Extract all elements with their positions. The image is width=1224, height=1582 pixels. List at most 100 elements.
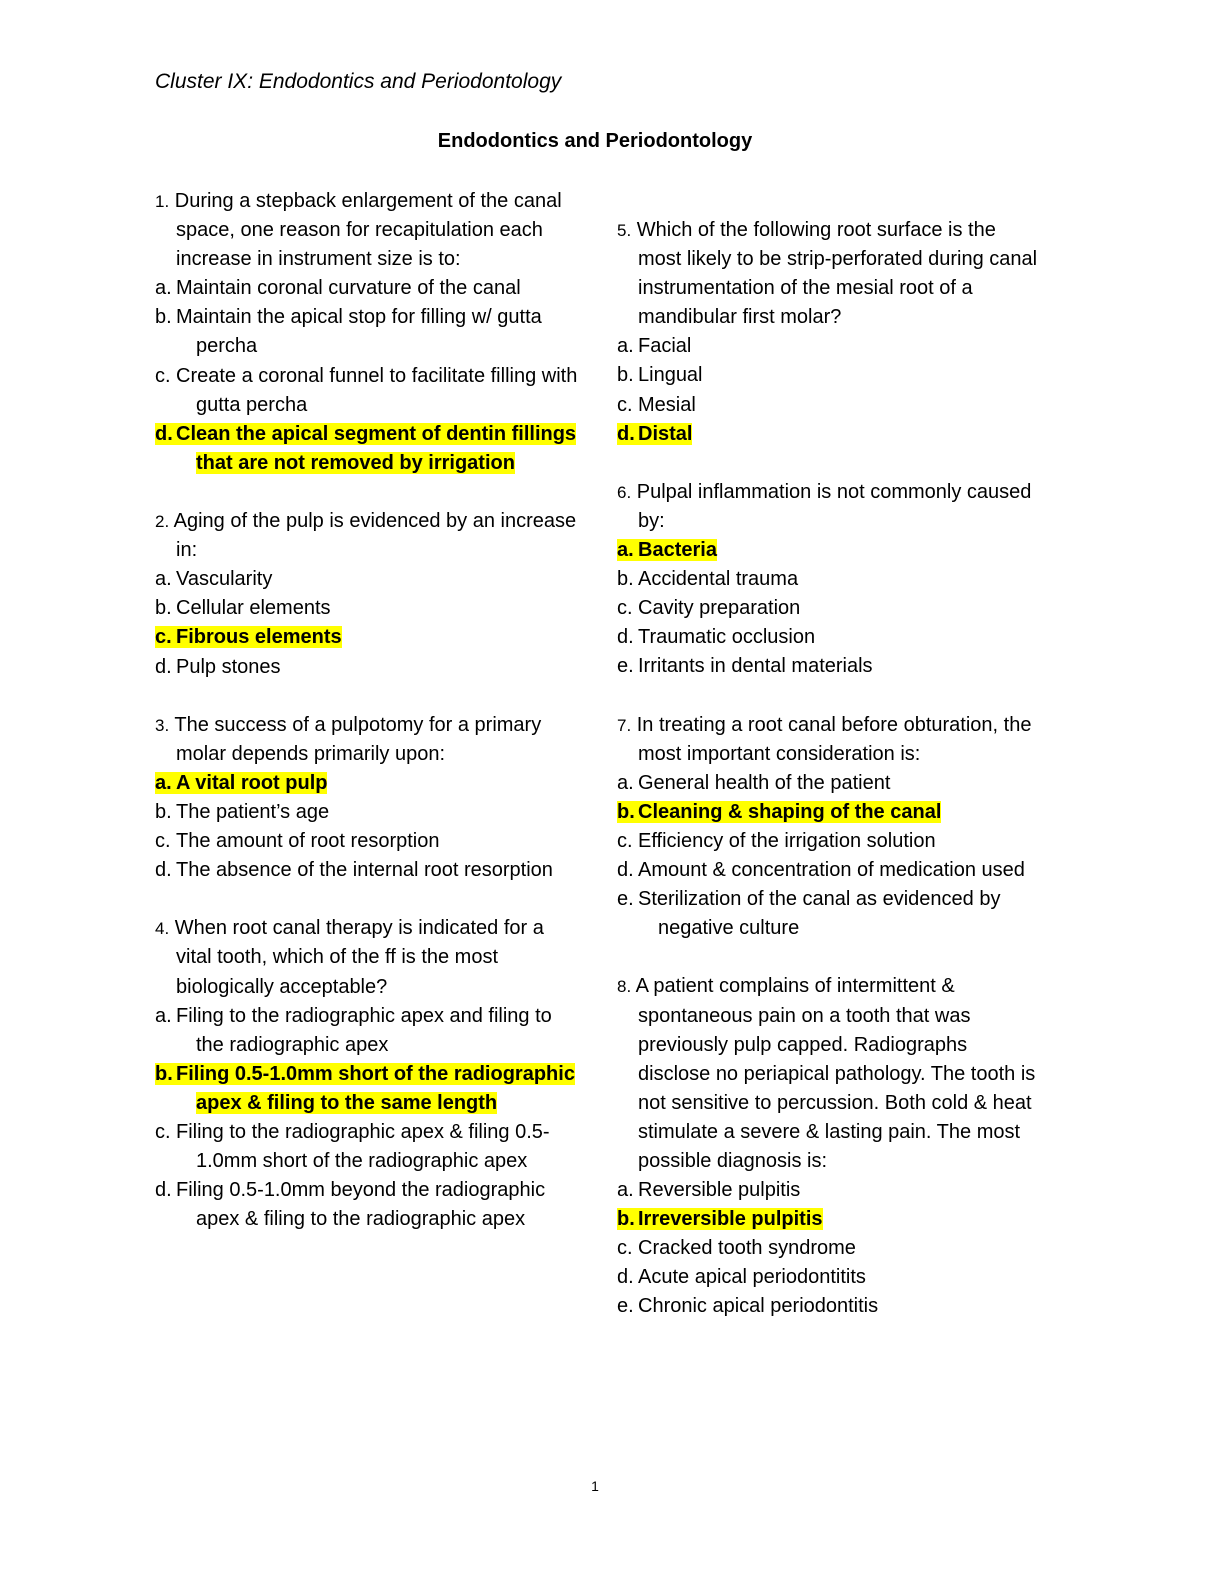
question-text: Which of the following root surface is t… [636,219,1038,329]
question-number: 4. [155,919,170,939]
question-number: 7. [617,715,632,735]
option: c.Efficiency of the irrigation solution [617,827,1042,856]
option-letter: e. [617,655,634,678]
option-letter: b. [155,597,172,620]
option-letter: b. [155,1062,173,1085]
option-text: Distal [638,422,693,445]
option-letter: e. [617,888,634,911]
question-number: 2. [155,512,170,532]
option-text: General health of the patient [638,771,891,794]
option: c.Cracked tooth syndrome [617,1234,1042,1263]
option-letter: a. [155,771,172,794]
question-stem: 4. When root canal therapy is indicated … [155,914,580,1001]
option: b.The patient’s age [155,798,580,827]
option-letter: b. [155,306,172,329]
question-3: 3. The success of a pulpotomy for a prim… [155,711,580,886]
option-letter: b. [617,1208,635,1231]
option: b.Lingual [617,361,1042,390]
option-letter: c. [155,830,171,853]
answer-highlight: d.Clean the apical segment of dentin fil… [155,422,577,474]
option: b.Cellular elements [155,594,580,623]
question-number: 6. [617,482,632,502]
option-text: Chronic apical periodontitis [638,1295,879,1318]
answer-highlight: b.Irreversible pulpitis [617,1208,823,1231]
running-header: Cluster IX: Endodontics and Periodontolo… [155,70,562,93]
question-2: 2. Aging of the pulp is evidenced by an … [155,507,580,682]
option-letter: a. [155,1004,172,1027]
option-text: Vascularity [176,568,273,591]
option-text: Cellular elements [176,597,331,620]
option-text: Amount & concentration of medication use… [638,859,1025,882]
left-column: 1. During a stepback enlargement of the … [155,187,580,1263]
option-text: Maintain coronal curvature of the canal [176,277,521,300]
question-text: During a stepback enlargement of the can… [174,190,562,271]
option-letter: d. [155,655,172,678]
option: e.Sterilization of the canal as evidence… [617,885,1042,943]
option-letter: a. [617,771,634,794]
option: c.Cavity preparation [617,594,1042,623]
option: b.Accidental trauma [617,565,1042,594]
option-letter: c. [617,1237,633,1260]
option-correct: b.Cleaning & shaping of the canal [617,798,1042,827]
option-text: Maintain the apical stop for filling w/ … [176,306,542,358]
answer-highlight: d.Distal [617,422,693,445]
option-text: Reversible pulpitis [638,1179,801,1202]
option-text: Filing 0.5-1.0mm beyond the radiographic… [176,1179,546,1231]
option-letter: e. [617,1295,634,1318]
option-text: Filing to the radiographic apex and fili… [176,1004,552,1056]
option: a.General health of the patient [617,769,1042,798]
option-text: Cracked tooth syndrome [638,1237,856,1260]
question-text: When root canal therapy is indicated for… [174,917,544,998]
option-correct: a.A vital root pulp [155,769,580,798]
answer-highlight: b.Filing 0.5-1.0mm short of the radiogra… [155,1062,575,1114]
question-text: In treating a root canal before obturati… [636,713,1032,765]
answer-highlight: a.Bacteria [617,539,717,562]
option-letter: a. [155,568,172,591]
right-column: 5. Which of the following root surface i… [617,216,1042,1351]
option-text: Filing 0.5-1.0mm short of the radiograph… [176,1062,575,1114]
option-letter: d. [155,422,173,445]
option: a.Vascularity [155,565,580,594]
option: d.Amount & concentration of medication u… [617,856,1042,885]
option-letter: b. [617,800,635,823]
question-7: 7. In treating a root canal before obtur… [617,711,1042,944]
option-letter: c. [617,597,633,620]
option-letter: a. [617,335,634,358]
question-stem: 8. A patient complains of intermittent &… [617,972,1042,1176]
option-text: Efficiency of the irrigation solution [638,829,936,852]
question-number: 3. [155,715,170,735]
option-text: Accidental trauma [638,568,799,591]
option-letter: d. [155,1179,172,1202]
option-correct: a.Bacteria [617,536,1042,565]
answer-highlight: a.A vital root pulp [155,771,328,794]
option-letter: d. [617,626,634,649]
question-stem: 7. In treating a root canal before obtur… [617,711,1042,769]
option-text: Pulp stones [176,655,281,678]
option-text: Cleaning & shaping of the canal [638,800,942,823]
question-text: Aging of the pulp is evidenced by an inc… [173,510,577,562]
option-text: Fibrous elements [176,626,342,649]
option-text: Clean the apical segment of dentin filli… [176,422,577,474]
option: a.Maintain coronal curvature of the cana… [155,274,580,303]
option: d.Acute apical periodontitits [617,1263,1042,1292]
option-letter: d. [617,422,635,445]
question-number: 1. [155,192,170,211]
option-letter: d. [617,859,634,882]
option-letter: d. [155,859,172,882]
option: d.Filing 0.5-1.0mm beyond the radiograph… [155,1176,580,1234]
option-letter: c. [617,829,633,852]
option-text: Bacteria [638,539,717,562]
option-letter: a. [617,1179,634,1202]
option-correct: d.Clean the apical segment of dentin fil… [155,420,580,478]
option-text: Create a coronal funnel to facilitate fi… [176,364,578,416]
option-correct: b.Filing 0.5-1.0mm short of the radiogra… [155,1060,580,1118]
option-text: Facial [638,335,692,358]
option-text: The amount of root resorption [176,830,440,853]
page-title: Endodontics and Periodontology [437,130,753,152]
option-text: The patient’s age [176,800,330,823]
question-8: 8. A patient complains of intermittent &… [617,972,1042,1321]
option-correct: c.Fibrous elements [155,623,580,652]
option-text: Sterilization of the canal as evidenced … [638,888,1001,940]
option: a.Facial [617,332,1042,361]
answer-highlight: b.Cleaning & shaping of the canal [617,800,942,823]
